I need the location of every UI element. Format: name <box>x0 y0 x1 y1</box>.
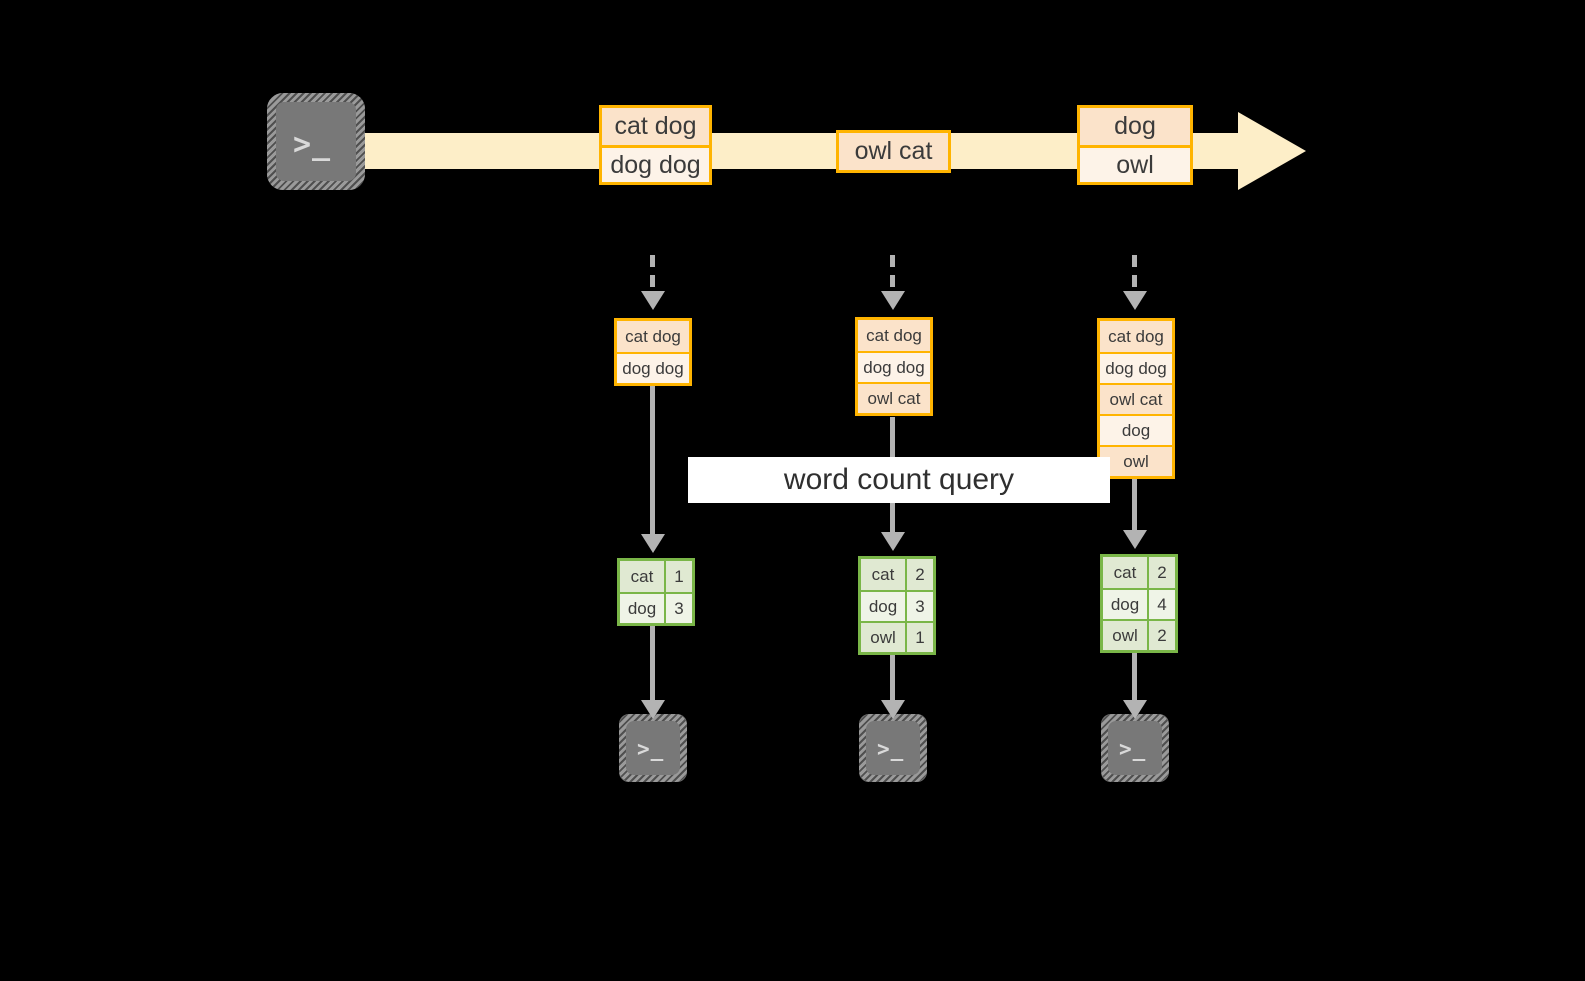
result-count-cell: 3 <box>905 592 933 621</box>
result-count-cell: 4 <box>1147 590 1175 619</box>
terminal-prompt-glyph: >_ <box>877 737 905 761</box>
result-word-cell: cat <box>1103 557 1147 588</box>
result-word-cell: owl <box>1103 621 1147 650</box>
col-1-result-table: cat 1 dog 3 <box>617 558 695 626</box>
result-word-cell: dog <box>620 594 664 623</box>
table-row: dog 4 <box>1103 588 1175 619</box>
stream-event-2: owl cat <box>836 130 951 173</box>
col-2-result-table: cat 2 dog 3 owl 1 <box>858 556 936 655</box>
col-1-snapshot-dashed-connector <box>650 255 655 293</box>
stream-event-3: dog owl <box>1077 105 1193 185</box>
result-count-cell: 1 <box>664 561 692 592</box>
result-count-cell: 2 <box>1147 621 1175 650</box>
snapshot-row: owl cat <box>1100 383 1172 414</box>
snapshot-row: cat dog <box>858 320 930 351</box>
event-stream-arrowhead <box>1238 112 1306 190</box>
col-1-snapshot-box: cat dog dog dog <box>614 318 692 386</box>
result-count-cell: 3 <box>664 594 692 623</box>
snapshot-row: owl <box>1100 445 1172 476</box>
col-3-snapshot-box: cat dog dog dog owl cat dog owl <box>1097 318 1175 479</box>
col-1-snapshot-arrowhead <box>641 291 665 310</box>
col-2-snapshot-arrowhead <box>881 291 905 310</box>
col-3-query-connector <box>1132 478 1137 532</box>
col-3-consumer-arrowhead <box>1123 700 1147 719</box>
col-2-consumer-connector <box>890 655 895 705</box>
stream-event-1: cat dog dog dog <box>599 105 712 185</box>
terminal-prompt-glyph: >_ <box>637 737 665 761</box>
table-row: owl 2 <box>1103 619 1175 650</box>
col-2-snapshot-box: cat dog dog dog owl cat <box>855 317 933 416</box>
col-2-consumer-terminal-icon: >_ <box>859 714 927 782</box>
col-2-query-arrowhead <box>881 532 905 551</box>
stream-event-row: dog dog <box>602 145 709 182</box>
terminal-screen <box>1108 721 1162 775</box>
stream-event-row: owl <box>1080 145 1190 182</box>
col-1-consumer-terminal-icon: >_ <box>619 714 687 782</box>
col-3-result-table: cat 2 dog 4 owl 2 <box>1100 554 1178 653</box>
snapshot-row: dog dog <box>1100 352 1172 383</box>
col-3-snapshot-dashed-connector <box>1132 255 1137 293</box>
result-word-cell: cat <box>620 561 664 592</box>
terminal-screen <box>276 102 356 181</box>
table-row: cat 2 <box>1103 557 1175 588</box>
result-count-cell: 2 <box>905 559 933 590</box>
snapshot-row: cat dog <box>1100 321 1172 352</box>
table-row: cat 2 <box>861 559 933 590</box>
col-1-consumer-arrowhead <box>641 700 665 719</box>
col-2-consumer-arrowhead <box>881 700 905 719</box>
terminal-prompt-glyph: >_ <box>1119 737 1147 761</box>
snapshot-row: dog dog <box>617 352 689 383</box>
result-word-cell: cat <box>861 559 905 590</box>
table-row: cat 1 <box>620 561 692 592</box>
col-1-query-arrowhead <box>641 534 665 553</box>
col-2-snapshot-dashed-connector <box>890 255 895 293</box>
snapshot-row: cat dog <box>617 321 689 352</box>
terminal-prompt-glyph: >_ <box>293 127 332 162</box>
snapshot-row: dog <box>1100 414 1172 445</box>
table-row: dog 3 <box>620 592 692 623</box>
col-3-consumer-terminal-icon: >_ <box>1101 714 1169 782</box>
result-count-cell: 1 <box>905 623 933 652</box>
result-word-cell: dog <box>1103 590 1147 619</box>
result-word-cell: owl <box>861 623 905 652</box>
result-word-cell: dog <box>861 592 905 621</box>
terminal-screen <box>866 721 920 775</box>
col-3-consumer-connector <box>1132 653 1137 705</box>
col-3-query-arrowhead <box>1123 530 1147 549</box>
query-label: word count query <box>688 457 1110 503</box>
table-row: dog 3 <box>861 590 933 621</box>
stream-event-row: dog <box>1080 108 1190 145</box>
col-3-snapshot-arrowhead <box>1123 291 1147 310</box>
terminal-screen <box>626 721 680 775</box>
producer-terminal-icon: >_ <box>267 93 365 190</box>
stream-event-row: cat dog <box>602 108 709 145</box>
snapshot-row: owl cat <box>858 382 930 413</box>
stream-event-row: owl cat <box>839 133 948 170</box>
table-row: owl 1 <box>861 621 933 652</box>
col-1-consumer-connector <box>650 625 655 705</box>
col-1-query-connector <box>650 386 655 536</box>
snapshot-row: dog dog <box>858 351 930 382</box>
result-count-cell: 2 <box>1147 557 1175 588</box>
